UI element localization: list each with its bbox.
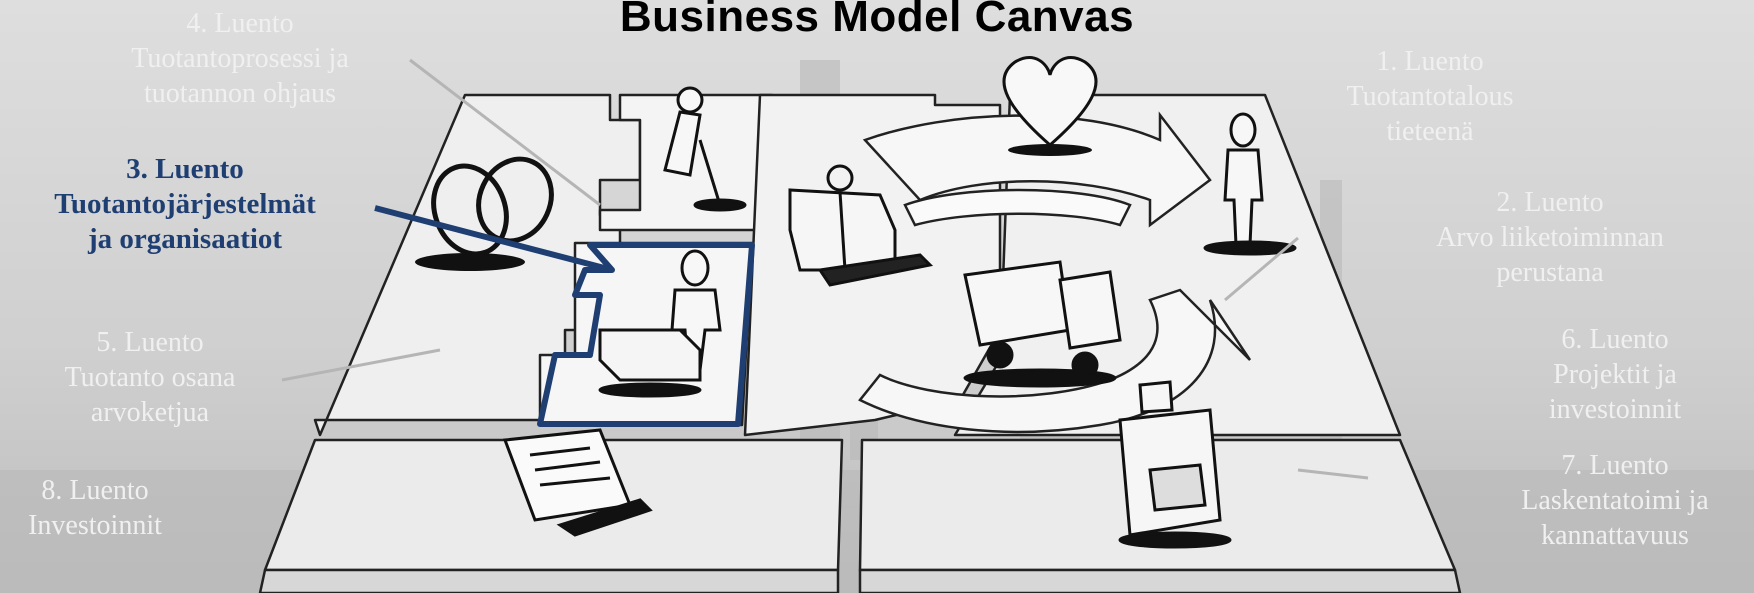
- lecture-name-line: Projektit ja: [1500, 357, 1730, 392]
- lecture-name-line: ja organisaatiot: [0, 222, 370, 257]
- lecture-number: 6. Luento: [1500, 322, 1730, 357]
- lecture-name-line: Tuotantotalous: [1300, 79, 1560, 114]
- lecture-8-label: 8. Luento Investoinnit: [0, 473, 190, 543]
- lecture-name-line: Tuotanto osana: [20, 360, 280, 395]
- lecture-name-line: perustana: [1400, 255, 1700, 290]
- lecture-name-line: tieteenä: [1300, 114, 1560, 149]
- lecture-4-label: 4. Luento Tuotantoprosessi ja tuotannon …: [80, 6, 400, 111]
- lecture-6-label: 6. Luento Projektit ja investoinnit: [1500, 322, 1730, 427]
- lecture-name-line: Laskentatoimi ja: [1485, 483, 1745, 518]
- lecture-2-label: 2. Luento Arvo liiketoiminnan perustana: [1400, 185, 1700, 290]
- heart-shadow: [1008, 144, 1092, 156]
- lecture-7-label: 7. Luento Laskentatoimi ja kannattavuus: [1485, 448, 1745, 553]
- lecture-number: 1. Luento: [1300, 44, 1560, 79]
- lecture-number: 3. Luento: [0, 152, 370, 187]
- lecture-name-line: investoinnit: [1500, 392, 1730, 427]
- lecture-name-line: Investoinnit: [0, 508, 190, 543]
- lecture-name-line: Arvo liiketoiminnan: [1400, 220, 1700, 255]
- lecture-number: 4. Luento: [80, 6, 400, 41]
- lecture-number: 7. Luento: [1485, 448, 1745, 483]
- lecture-number: 2. Luento: [1400, 185, 1700, 220]
- lecture-name-line: arvoketjua: [20, 395, 280, 430]
- lecture-name-line: Tuotantojärjestelmät: [0, 187, 370, 222]
- lecture-3-label: 3. Luento Tuotantojärjestelmät ja organi…: [0, 152, 370, 257]
- machine-icon: [600, 330, 700, 396]
- lecture-number: 5. Luento: [20, 325, 280, 360]
- lecture-name-line: Tuotantoprosessi ja: [80, 41, 400, 76]
- lecture-name-line: tuotannon ohjaus: [80, 76, 400, 111]
- lecture-number: 8. Luento: [0, 473, 190, 508]
- rings-shadow: [415, 253, 525, 271]
- lecture-5-label: 5. Luento Tuotanto osana arvoketjua: [20, 325, 280, 430]
- lecture-1-label: 1. Luento Tuotantotalous tieteenä: [1300, 44, 1560, 149]
- canvas-board: [260, 95, 1460, 593]
- lecture-name-line: kannattavuus: [1485, 518, 1745, 553]
